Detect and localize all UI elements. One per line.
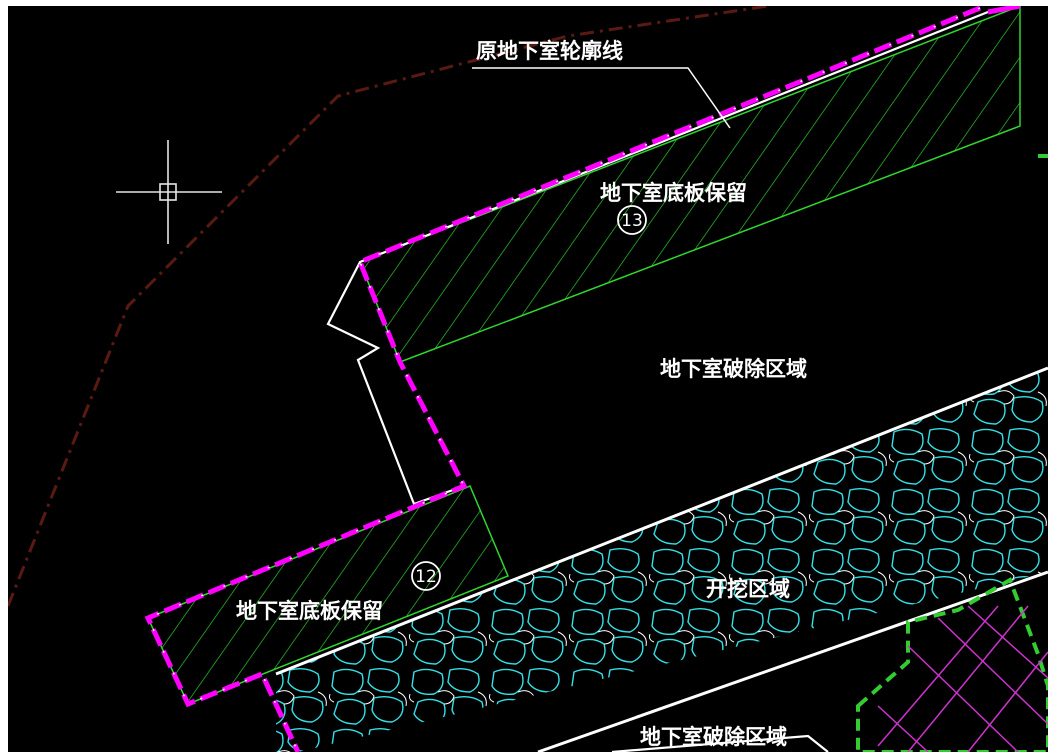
crosshair-cursor-icon	[116, 140, 222, 244]
contour-label-leader	[472, 67, 731, 129]
svg-text:13: 13	[621, 211, 643, 231]
slab-retained-area-13	[359, 6, 1021, 363]
excavation-zone	[276, 368, 1048, 752]
demolish-label-upper: 地下室破除区域	[660, 357, 807, 381]
original-basement-contour	[144, 6, 981, 752]
basement-wall-outline	[326, 10, 989, 506]
slab-label-13: 地下室底板保留	[600, 181, 747, 205]
marker-12: 12	[411, 561, 441, 591]
svg-text:12: 12	[415, 567, 437, 587]
cad-drawing-canvas[interactable]: 原地下室轮廓线 地下室底板保留 地下室破除区域 地下室底板保留 开挖区域 地下室…	[8, 6, 1048, 752]
slab-label-12: 地下室底板保留	[236, 599, 383, 623]
contour-label: 原地下室轮廓线	[476, 39, 623, 63]
excavation-top-edge	[275, 366, 1048, 676]
old-site-edge	[8, 6, 769, 607]
structure-grid-zone	[856, 577, 1048, 752]
cad-drawing: 原地下室轮廓线 地下室底板保留 地下室破除区域 地下室底板保留 开挖区域 地下室…	[8, 6, 1048, 752]
excavation-bottom-edge	[537, 570, 1048, 752]
marker-13: 13	[617, 205, 647, 235]
excavation-label: 开挖区域	[706, 577, 790, 601]
demolish-label-lower: 地下室破除区域	[640, 725, 787, 749]
